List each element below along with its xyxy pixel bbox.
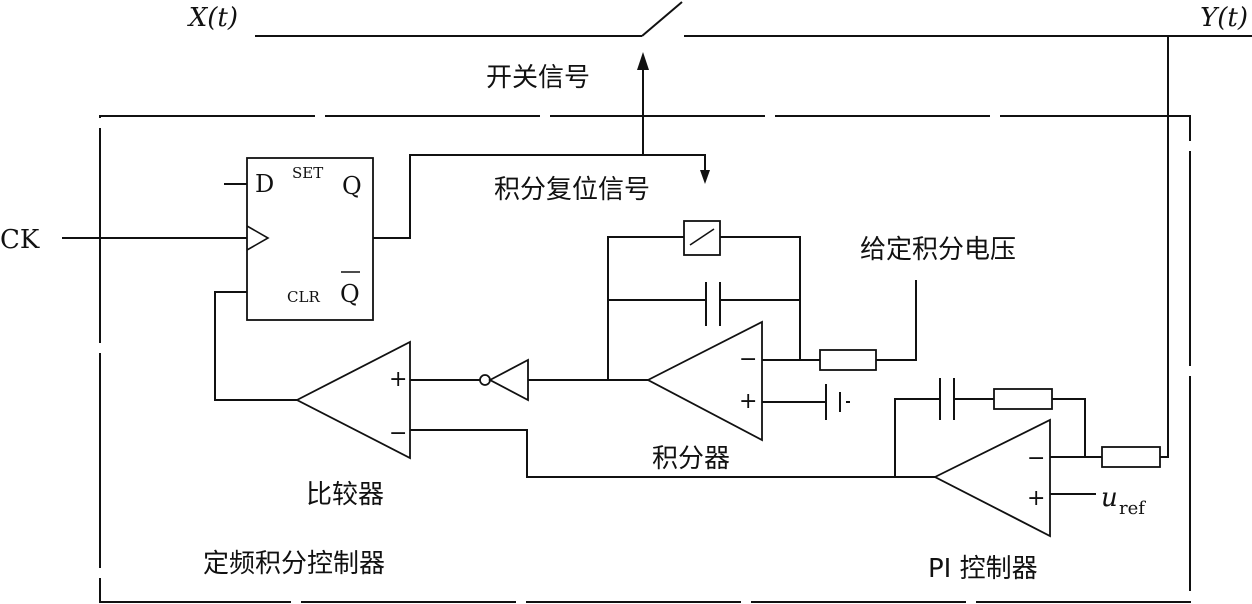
pi-input-resistor [1085, 36, 1169, 468]
comparator-minus: − [389, 421, 407, 446]
integrator-battery [762, 384, 850, 420]
uref-label: u [1101, 483, 1118, 513]
integrator-plus: + [739, 389, 757, 414]
pi-to-comparator-wire [410, 429, 935, 478]
d-flip-flop [224, 157, 374, 321]
integrator-label: 积分器 [652, 444, 730, 474]
main-switch-line [255, 1, 1252, 37]
controller-label: 定频积分控制器 [203, 549, 385, 579]
comparator-label: 比较器 [306, 480, 384, 510]
ff-qbar-label: Q [340, 280, 360, 308]
uref-subscript: ref [1119, 498, 1146, 519]
integrator-feedback [607, 220, 801, 380]
comparator-triangle [295, 340, 411, 460]
clock-label: CK [0, 225, 40, 255]
ff-set-label: SET [292, 164, 323, 182]
output-signal-label: Y(t) [1200, 3, 1248, 33]
integrator-input-resistor [800, 280, 917, 371]
controller-frame [99, 115, 1191, 603]
integrator-minus: − [739, 347, 757, 372]
pi-plus: + [1027, 486, 1045, 511]
inverter [410, 358, 648, 402]
pi-controller-triangle [933, 418, 1051, 538]
clr-feedback-wire [214, 291, 297, 401]
pi-feedback [894, 378, 1086, 477]
switch-signal-arrow [637, 52, 649, 155]
ff-clr-label: CLR [287, 288, 320, 306]
comparator-plus: + [389, 367, 407, 392]
ff-d-label: D [255, 170, 274, 198]
input-signal-label: X(t) [187, 3, 238, 33]
pi-minus: − [1027, 446, 1045, 471]
q-output-wire [373, 154, 710, 239]
pi-controller-label: PI 控制器 [928, 554, 1038, 584]
switch-signal-label: 开关信号 [486, 63, 590, 93]
given-voltage-label: 给定积分电压 [860, 235, 1016, 265]
integrator-triangle [646, 320, 763, 442]
ff-q-label: Q [342, 172, 362, 200]
reset-signal-label: 积分复位信号 [494, 175, 650, 205]
